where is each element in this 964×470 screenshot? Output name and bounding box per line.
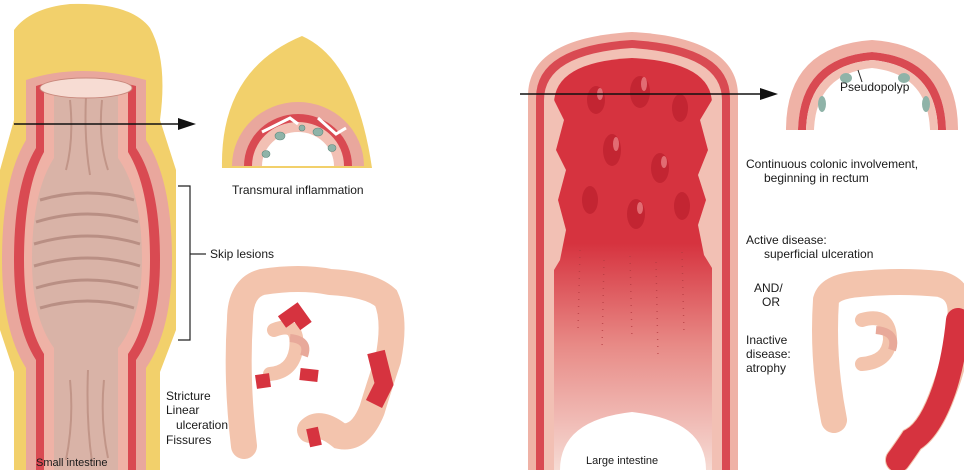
andor-line2: OR: [762, 295, 780, 309]
large-intestine-tube: [528, 32, 738, 470]
andor-line1: AND/: [754, 281, 783, 295]
pseudopolyp-label: Pseudopolyp: [840, 80, 909, 94]
stricture-label: Stricture: [166, 389, 211, 403]
inactive-line1: Inactive: [746, 333, 787, 347]
small-intestine-cross-section: [222, 36, 372, 168]
linear-label: Linear: [166, 403, 199, 417]
involvement-line2: beginning in rectum: [764, 171, 869, 185]
small-intestine-tube: [0, 4, 176, 470]
ulceration-label: ulceration: [176, 418, 228, 432]
right-colon-figure: [825, 282, 961, 460]
skip-lesions-label: Skip lesions: [210, 247, 274, 261]
active-disease-line1: Active disease:: [746, 233, 827, 247]
fissures-label: Fissures: [166, 433, 211, 447]
small-intestine-caption: Small intestine: [36, 457, 108, 470]
transmural-inflammation-label: Transmural inflammation: [232, 183, 364, 197]
large-intestine-caption: Large intestine: [586, 455, 658, 468]
involvement-line1: Continuous colonic involvement,: [746, 157, 918, 171]
active-disease-line2: superficial ulceration: [764, 247, 873, 261]
inactive-line3: atrophy: [746, 361, 786, 375]
left-colon-figure: [239, 279, 392, 446]
inactive-line2: disease:: [746, 347, 791, 361]
